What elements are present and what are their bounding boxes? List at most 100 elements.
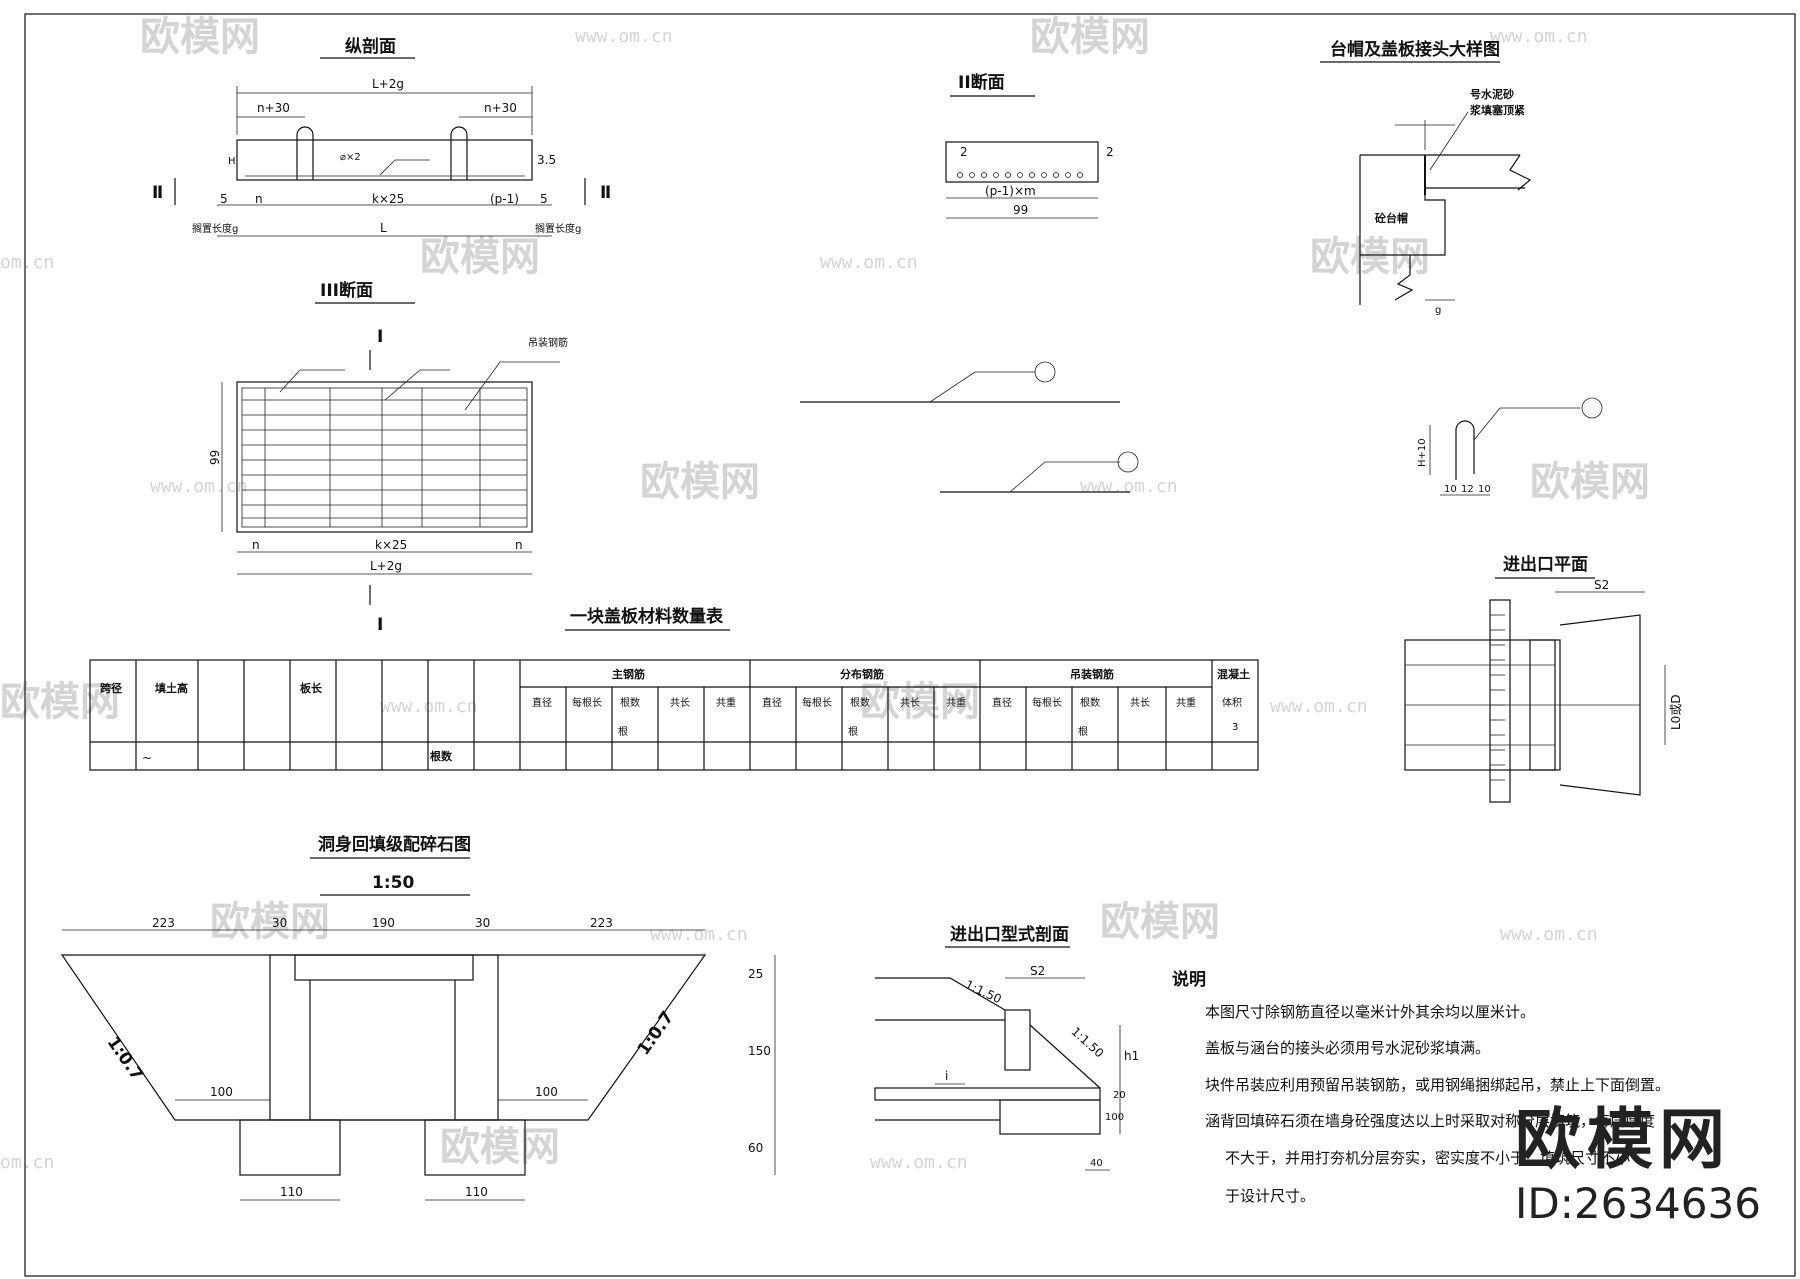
rebar-callout	[1117, 451, 1139, 473]
head-concrete: 混凝土	[1217, 667, 1250, 681]
footing-right	[424, 1119, 526, 1176]
left-cover: 2	[960, 145, 968, 159]
lift-bar-label: 吊装钢筋	[528, 336, 568, 349]
rebar-callout	[1034, 361, 1056, 383]
material-table: 一块盖板材料数量表 跨径 填土高 板长 根数 主钢筋 分布钢筋 吊装钢筋 混凝土	[89, 606, 1259, 771]
g-label: g	[1435, 305, 1441, 316]
table-frame	[89, 659, 1259, 771]
abutment-cap	[1360, 195, 1446, 256]
leader-line	[464, 361, 501, 411]
sub-total-length: 共长	[1130, 697, 1150, 709]
dim-25: 25	[748, 967, 763, 981]
support-right: 搁置长度g	[535, 222, 581, 235]
leader-line	[279, 369, 301, 393]
cover-label: 3.5	[537, 153, 556, 167]
slope-i: i	[945, 1069, 948, 1083]
title-section-ii: ⅠⅠ断面	[958, 72, 1005, 93]
count-unit: 根	[618, 725, 628, 738]
dim-right-offset: n+30	[484, 101, 517, 115]
sub-diameter: 直径	[762, 696, 782, 709]
title-backfill: 洞身回填级配碎石图	[318, 834, 471, 855]
cut-mark-bottom: Ⅰ	[377, 615, 383, 635]
watermark-domain: om.cn	[0, 252, 54, 273]
bottom-slab	[874, 1087, 1101, 1101]
title-inlet-section: 进出口型式剖面	[950, 924, 1069, 945]
watermark-brand: 欧模网	[0, 679, 120, 725]
leader-line	[1429, 111, 1469, 171]
note-line-3: 块件吊装应利用预留吊装钢筋，或用钢绳捆绑起吊，禁止上下面倒置。	[1205, 1076, 1670, 1094]
rebar-dots	[957, 172, 1083, 178]
hook-dim-1: 10	[1444, 484, 1457, 495]
hook-label: ⌀×2	[340, 152, 361, 163]
slab-outline	[236, 139, 533, 181]
mark-left: Ⅱ	[152, 183, 163, 203]
top-surface	[875, 977, 1006, 1011]
sub-total-length: 共长	[670, 697, 690, 709]
length-label: L	[380, 221, 387, 235]
section-iii: ⅠⅠⅠ断面 Ⅰ 吊装钢筋 99 n k×25 n L+2g Ⅰ	[208, 280, 568, 635]
watermark-url: www.om.cn	[1080, 476, 1178, 497]
inner-100-right: 100	[535, 1085, 558, 1099]
head-main-rebar: 主钢筋	[612, 667, 645, 681]
dim-150: 150	[748, 1044, 771, 1058]
longitudinal-section: 纵剖面 L+2g n+30 n+30 H ⌀×2 3.5 Ⅱ Ⅱ 5 n k×2…	[152, 36, 611, 237]
watermark-brand: 欧模网	[1030, 14, 1150, 60]
watermark-url: www.om.cn	[1270, 696, 1368, 717]
leader-line	[929, 371, 976, 403]
note-line-1: 本图尺寸除钢筋直径以毫米计外其余均以厘米计。	[1205, 1003, 1535, 1021]
notes: 说明 本图尺寸除钢筋直径以毫米计外其余均以厘米计。 盖板与涵台的接头必须用号水泥…	[1172, 969, 1670, 1205]
watermark-layer: 欧模网 www.om.cn 欧模网 www.om.cn 欧模网 www.om.c…	[0, 14, 1650, 1173]
slope-right: 1:0.7	[634, 1008, 678, 1059]
watermark-brand: 欧模网	[1530, 459, 1650, 505]
width-label: 99	[208, 450, 222, 465]
sub-volume: 体积	[1222, 697, 1242, 709]
backfill-section: 洞身回填级配碎石图 1:50 223 30 190 30 223 1:0.7 1…	[60, 834, 776, 1201]
s2-label: S2	[1030, 964, 1045, 978]
hook-dim-2: 12	[1461, 484, 1474, 495]
mark-right: Ⅱ	[600, 183, 611, 203]
right-cover: 2	[1106, 145, 1114, 159]
watermark-brand: 欧模网	[420, 234, 540, 280]
leader-line	[1473, 407, 1501, 441]
brand-watermark: 欧模网 ID:2634636	[1515, 1101, 1761, 1228]
slope-left: 1:0.7	[103, 1033, 147, 1084]
count-unit: 根	[848, 725, 858, 738]
headwall-section	[1004, 1009, 1031, 1071]
watermark-brand: 欧模网	[1100, 899, 1220, 945]
joint-detail: 台帽及盖板接头大样图 号水泥砂 浆填塞顶紧 砼台帽 g H+10 10 12 1…	[1320, 39, 1603, 496]
height-label: H	[228, 156, 236, 167]
head-fill: 填土高	[155, 681, 188, 695]
sub-length-each: 每根长	[1032, 696, 1062, 709]
inner-100-left: 100	[210, 1085, 233, 1099]
head-dist-rebar: 分布钢筋	[840, 667, 884, 681]
dim-20: 20	[1113, 1090, 1126, 1101]
mortar-label-1: 号水泥砂	[1470, 87, 1514, 101]
inlet-plan: 进出口平面 S2 L0或D	[1404, 554, 1683, 803]
leader-line	[379, 159, 396, 176]
dim-223-right: 223	[590, 916, 613, 930]
head-lift-rebar: 吊装钢筋	[1070, 667, 1114, 681]
h1-label: h1	[1124, 1049, 1139, 1063]
dim-190: 190	[372, 916, 395, 930]
watermark-url: www.om.cn	[650, 924, 748, 945]
support-left: 搁置长度g	[192, 222, 238, 235]
dim-30-left: 30	[272, 916, 287, 930]
edge-right: 5	[540, 192, 548, 206]
hook-dim-3: 10	[1478, 484, 1491, 495]
dim-30-right: 30	[475, 916, 490, 930]
title-longitudinal: 纵剖面	[345, 36, 396, 57]
title-section-iii: ⅠⅠⅠ断面	[320, 280, 373, 301]
rebar-callout	[1581, 397, 1603, 419]
break-line	[1509, 154, 1532, 191]
lift-hook-detail	[1455, 420, 1475, 480]
leader-line	[384, 369, 421, 401]
dim-223-left: 223	[152, 916, 175, 930]
notes-heading: 说明	[1172, 969, 1206, 990]
length-label: L0或D	[1669, 694, 1683, 730]
n-right: n	[515, 538, 523, 552]
title-inlet-plan: 进出口平面	[1503, 554, 1588, 575]
lift-hook-right	[450, 126, 468, 180]
watermark-url: www.om.cn	[150, 476, 248, 497]
brand-logo: 欧模网	[1515, 1101, 1731, 1178]
